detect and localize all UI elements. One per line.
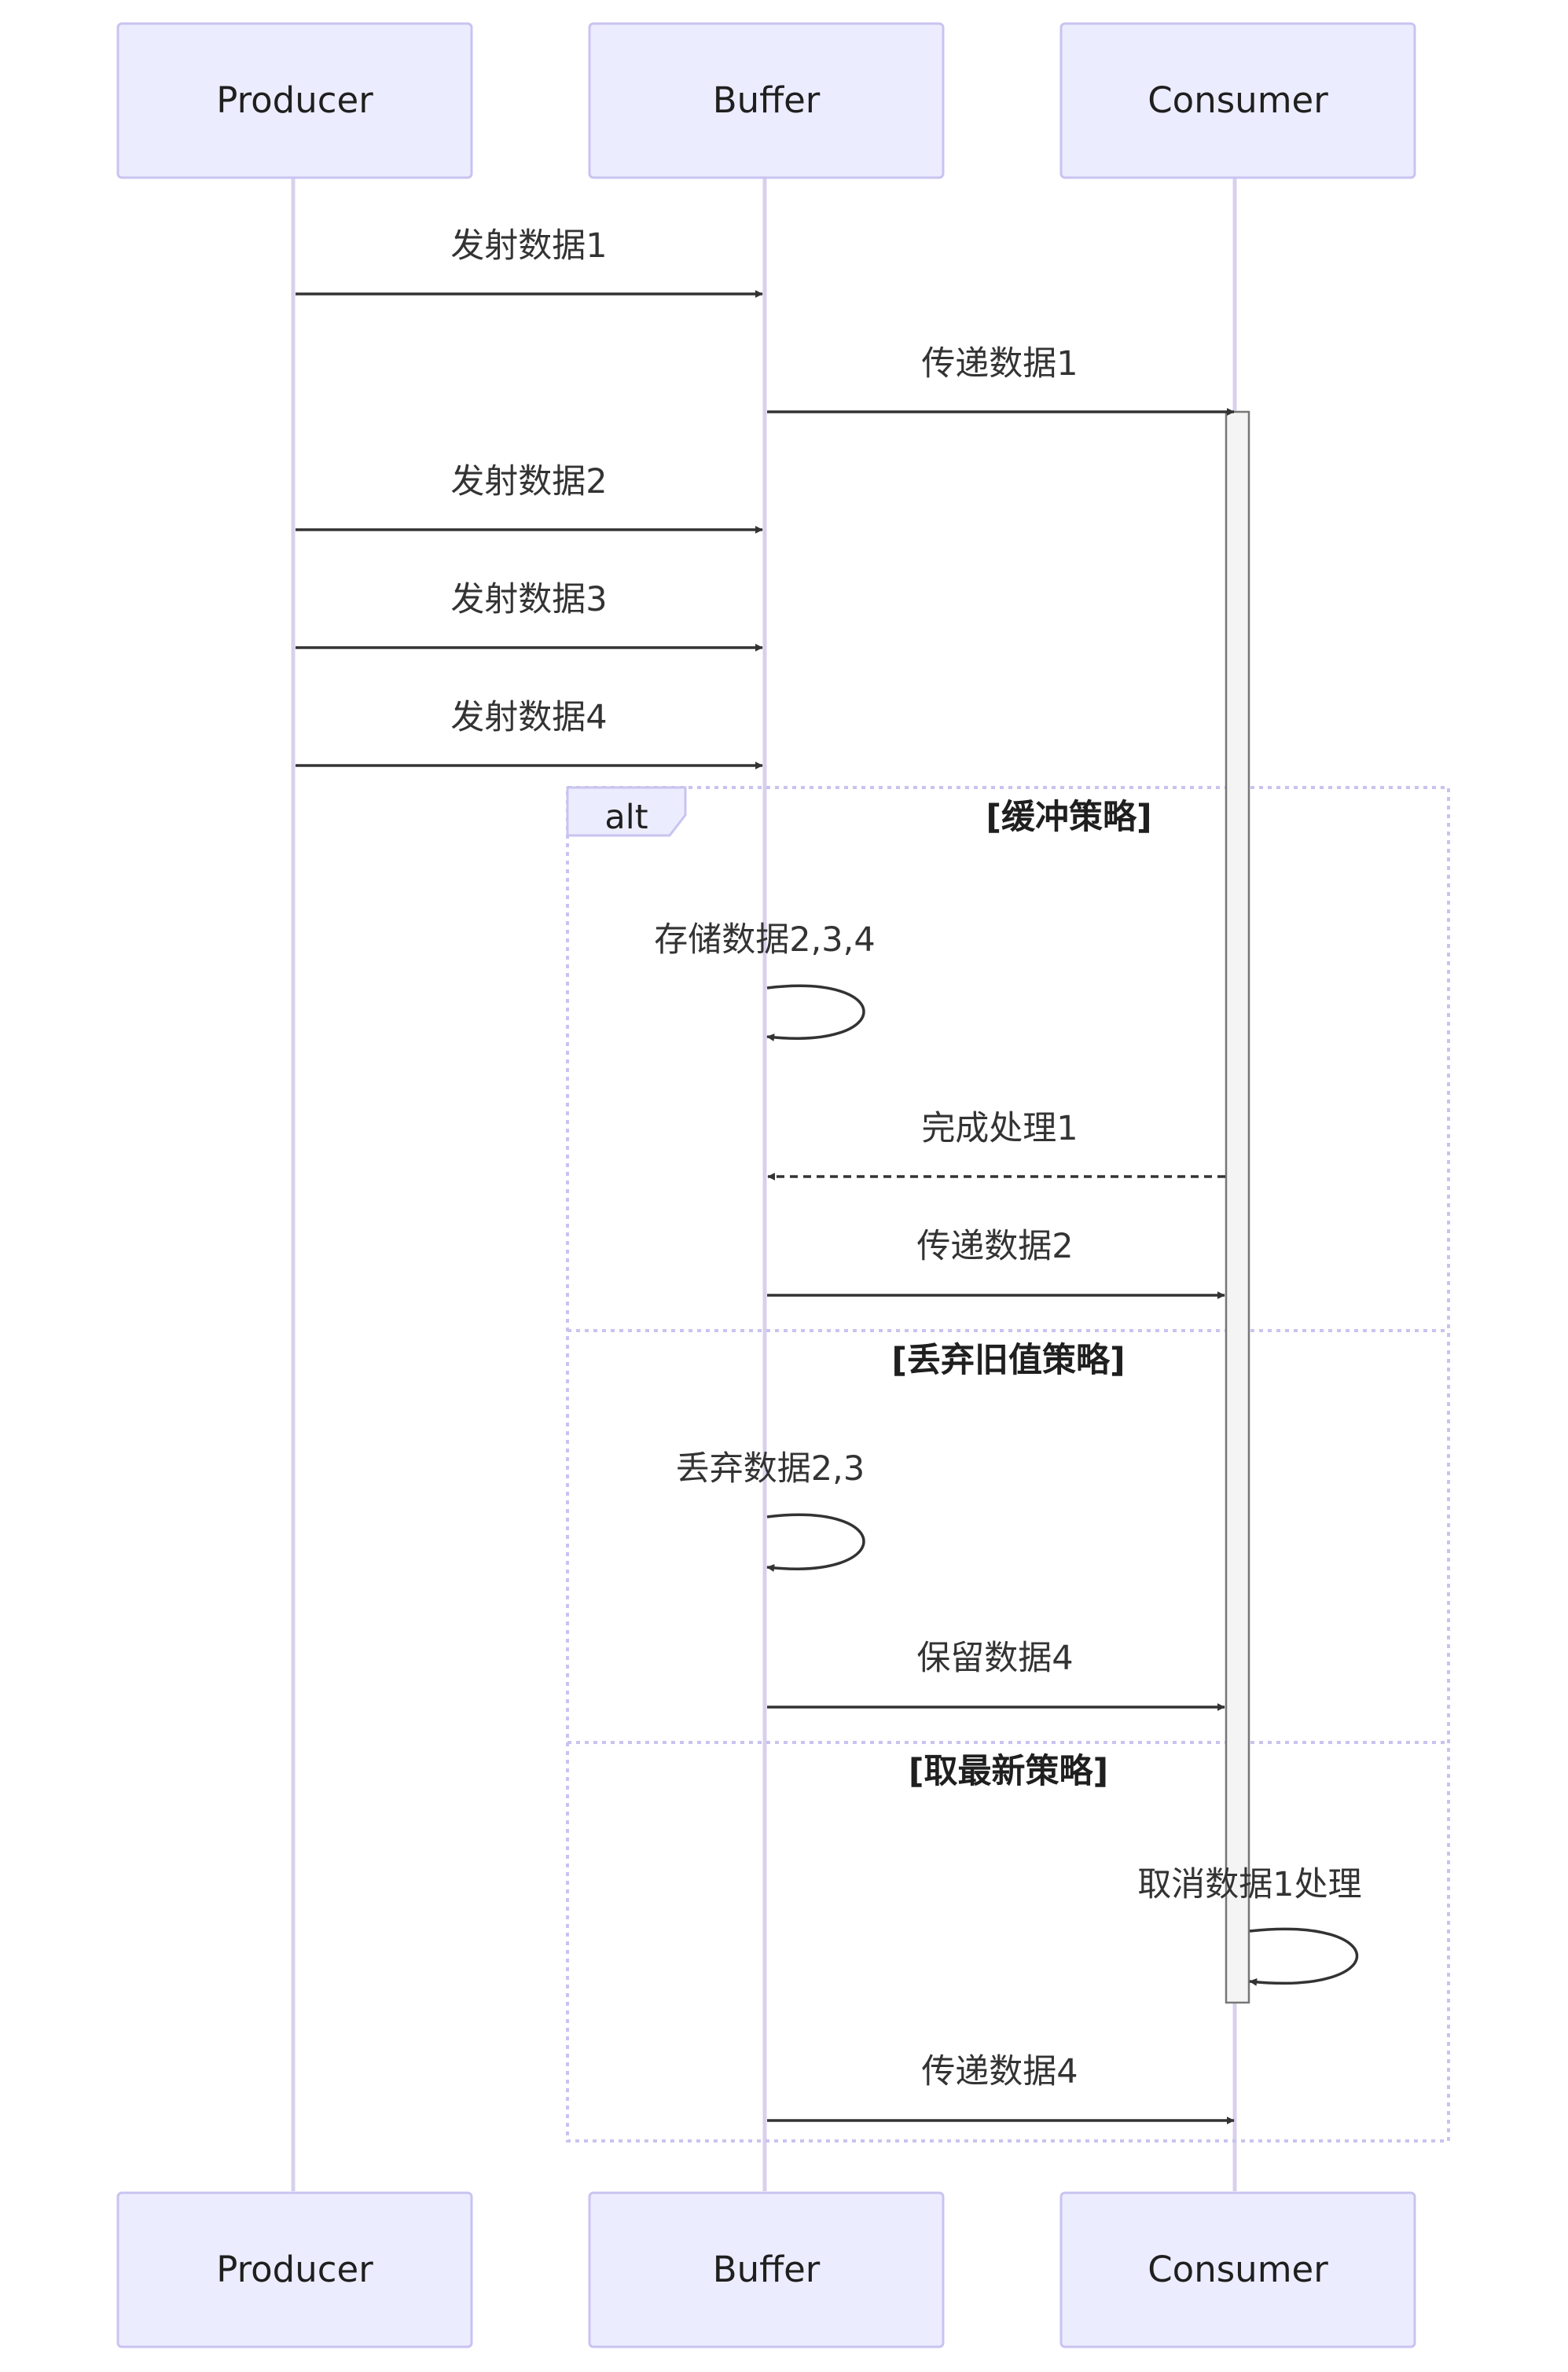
message-store-2-3-4: 存储数据2,3,4 xyxy=(654,920,876,1041)
actor-label: Consumer xyxy=(1148,79,1328,121)
message-self-loop xyxy=(1249,1927,1359,1986)
message-emit-1: 发射数据1 xyxy=(296,226,763,298)
actor-producer-bottom: Producer xyxy=(116,2191,473,2348)
message-label: 传递数据1 xyxy=(921,344,1078,384)
alt-guard-latest: [取最新策略] xyxy=(909,1752,1108,1791)
message-label: 发射数据2 xyxy=(450,462,607,501)
message-label: 传递数据2 xyxy=(916,1227,1073,1266)
actor-consumer-bottom: Consumer xyxy=(1059,2191,1416,2348)
actor-producer-top: Producer xyxy=(116,22,473,179)
actor-label: Producer xyxy=(216,79,373,121)
message-label: 发射数据3 xyxy=(450,580,607,619)
actor-label: Buffer xyxy=(713,79,821,121)
message-self-loop xyxy=(766,984,865,1041)
alt-guard-drop-old: [丢弃旧值策略] xyxy=(891,1341,1125,1380)
message-keep-4: 保留数据4 xyxy=(767,1639,1225,1711)
message-label: 存储数据2,3,4 xyxy=(654,920,875,960)
message-label: 发射数据4 xyxy=(450,698,607,737)
actor-label: Consumer xyxy=(1148,2249,1328,2290)
consumer-activation-bar xyxy=(1225,410,1250,2004)
message-label: 传递数据4 xyxy=(921,2052,1078,2091)
actor-label: Buffer xyxy=(713,2249,821,2290)
message-label: 保留数据4 xyxy=(916,1639,1073,1678)
message-done-1: 完成处理1 xyxy=(767,1109,1225,1180)
message-deliver-1: 传递数据1 xyxy=(767,344,1235,416)
message-label: 发射数据1 xyxy=(450,226,607,266)
actor-label: Producer xyxy=(216,2249,373,2290)
alt-frame: alt [缓冲策略] [丢弃旧值策略] [取最新策略] xyxy=(566,786,1450,2143)
message-emit-3: 发射数据3 xyxy=(296,580,763,652)
alt-keyword: alt xyxy=(604,798,648,837)
message-label: 完成处理1 xyxy=(921,1109,1078,1148)
message-deliver-2: 传递数据2 xyxy=(767,1227,1225,1299)
message-label: 取消数据1处理 xyxy=(1137,1865,1361,1904)
alt-tab xyxy=(566,786,687,837)
message-self-loop xyxy=(766,1513,865,1572)
message-drop-2-3: 丢弃数据2,3 xyxy=(676,1449,865,1572)
actor-buffer-top: Buffer xyxy=(588,22,945,179)
actor-consumer-top: Consumer xyxy=(1059,22,1416,179)
message-emit-4: 发射数据4 xyxy=(296,698,763,769)
message-cancel-1: 取消数据1处理 xyxy=(1137,1865,1362,1986)
alt-guard-buffer: [缓冲策略] xyxy=(986,798,1151,837)
message-label: 丢弃数据2,3 xyxy=(676,1449,865,1489)
message-deliver-4: 传递数据4 xyxy=(767,2052,1235,2124)
actor-buffer-bottom: Buffer xyxy=(588,2191,945,2348)
message-emit-2: 发射数据2 xyxy=(296,462,763,534)
